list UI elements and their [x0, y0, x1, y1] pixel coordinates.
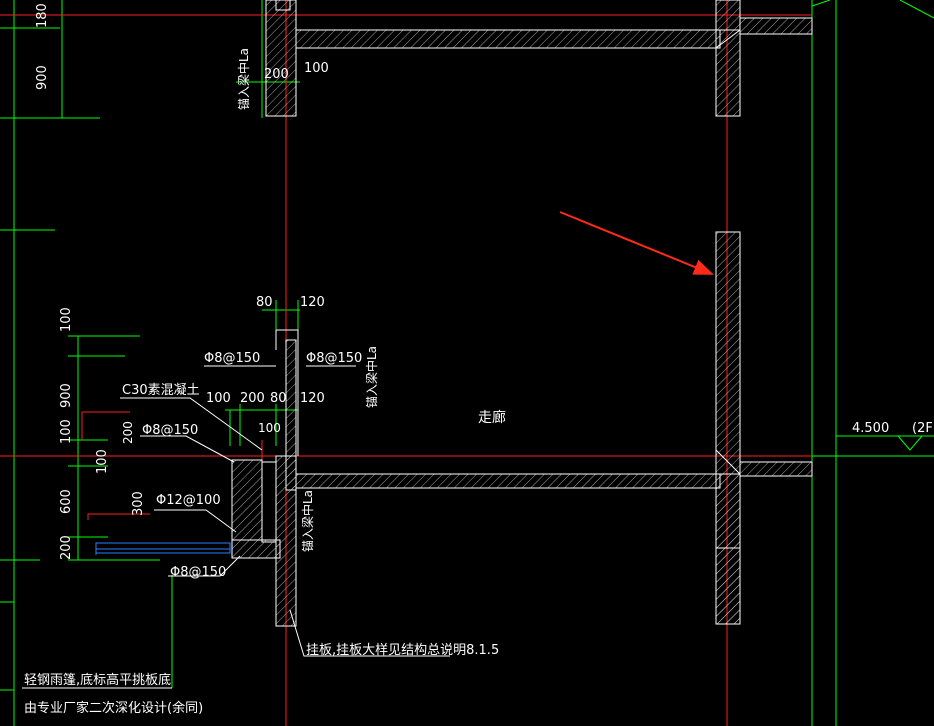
dim-label: 120	[300, 391, 325, 406]
dim-label: 200	[264, 67, 289, 82]
anchor-note: 锚入梁中La	[300, 490, 315, 552]
material-label: C30素混凝土	[122, 382, 200, 398]
hang-panel-note: 挂板,挂板大样见结构总说明8.1.5	[306, 643, 499, 658]
dim-label: 100	[258, 421, 281, 435]
dim-label: 120	[300, 295, 325, 310]
dim-label: 100	[304, 61, 329, 76]
dim-label: 200	[121, 421, 135, 444]
dim-label: 100	[59, 419, 74, 444]
dim-label: 100	[59, 307, 74, 332]
dim-label: 300	[131, 491, 146, 516]
dim-label: 100	[95, 449, 110, 474]
dim-label: 600	[59, 489, 74, 514]
elevation-value: 4.500	[852, 421, 889, 436]
rebar-label: Φ8@150	[170, 565, 226, 580]
dim-label: 100	[206, 391, 231, 406]
red-axis-lines	[0, 0, 812, 726]
canopy-note-2: 由专业厂家二次深化设计(余同)	[24, 700, 203, 716]
rebar-label: Φ8@150	[142, 423, 198, 438]
dim-label: 80	[256, 295, 273, 310]
anchor-note: 锚入梁中La	[364, 346, 379, 408]
dim-label: 900	[35, 65, 50, 90]
floor-label: (2F	[912, 421, 933, 436]
dim-label: 180	[35, 3, 50, 28]
dim-label: 80	[270, 391, 287, 406]
annotation-arrow	[559, 211, 714, 275]
canopy-note-1: 轻钢雨篷,底标高平挑板底	[24, 672, 171, 688]
structure-walls	[231, 0, 813, 627]
leader-lines	[22, 365, 450, 689]
rebar-label: Φ8@150	[306, 351, 362, 366]
rebar-label: Φ12@100	[156, 493, 221, 508]
dim-label: 200	[240, 391, 265, 406]
room-name-corridor: 走廊	[478, 409, 506, 426]
dim-label: 200	[59, 535, 74, 560]
steel-canopy	[95, 542, 231, 555]
dim-label: 900	[59, 383, 74, 408]
drawing-text: 180 900 200 100 锚入梁中La 80 120 Φ8@150 Φ8@…	[24, 3, 933, 716]
anchor-note: 锚入梁中La	[236, 48, 251, 110]
rebar-label: Φ8@150	[204, 351, 260, 366]
